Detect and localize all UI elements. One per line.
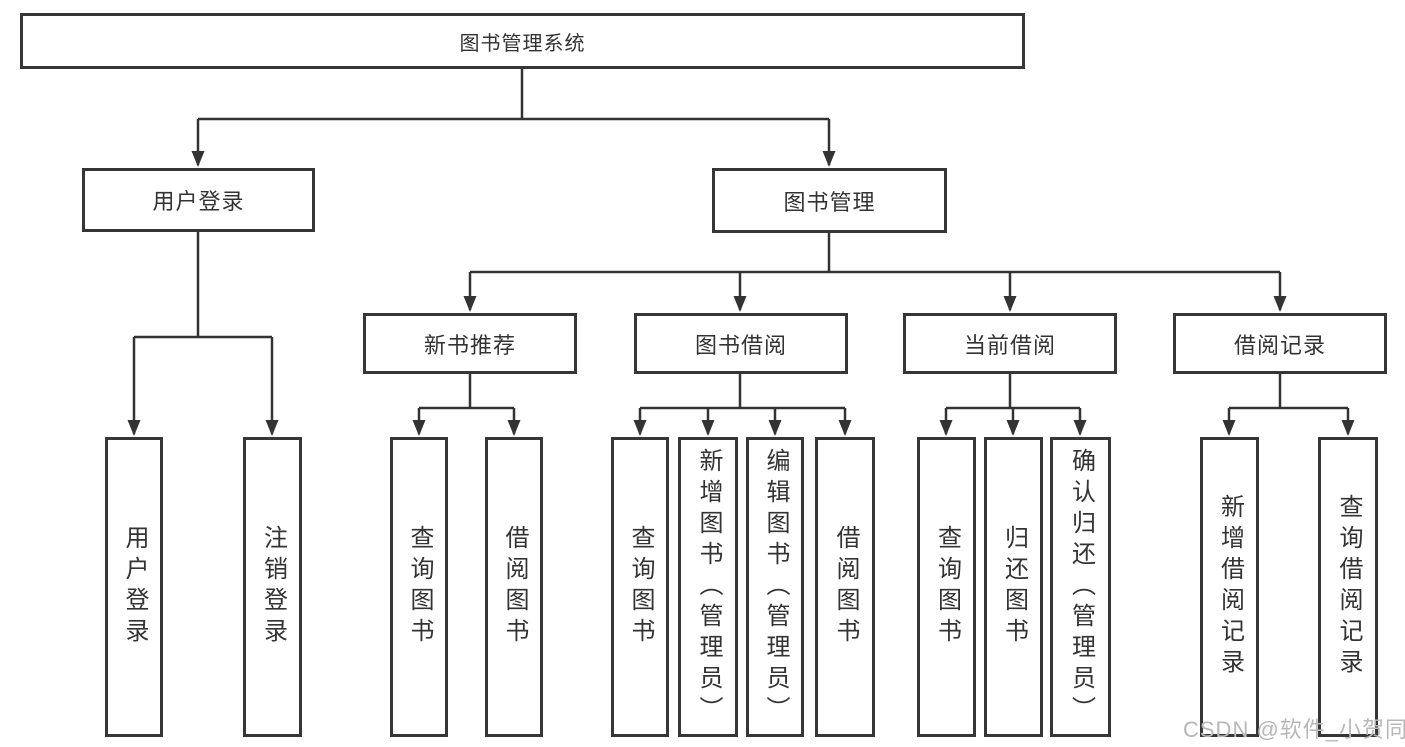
leaf-label: 确认归还（管理员）: [1067, 447, 1095, 727]
node-user-login: 用户登录: [82, 168, 315, 232]
leaf-query-books: 查询图书: [390, 437, 448, 737]
leaf-query-books: 查询图书: [917, 437, 976, 737]
leaf-label: 新增借阅记录: [1216, 494, 1244, 680]
leaf-label: 查询图书: [406, 525, 433, 649]
leaf-confirm-return-admin: 确认归还（管理员）: [1050, 437, 1111, 737]
leaf-label: 注销登录: [259, 525, 287, 649]
leaf-label: 新增图书（管理员）: [695, 447, 722, 727]
node-label: 图书借阅: [694, 332, 787, 358]
leaf-label: 归还图书: [1000, 525, 1028, 649]
node-label: 图书管理系统: [459, 32, 586, 55]
leaf-query-books: 查询图书: [611, 437, 669, 737]
node-book-borrowing: 图书借阅: [634, 313, 848, 374]
leaf-edit-books-admin: 编辑图书（管理员）: [746, 437, 804, 737]
node-label: 图书管理: [783, 189, 876, 215]
leaf-user-login: 用户登录: [105, 437, 163, 737]
leaf-add-borrow-record: 新增借阅记录: [1200, 437, 1259, 737]
leaf-label: 编辑图书（管理员）: [762, 447, 789, 727]
leaf-label: 借阅图书: [832, 525, 859, 649]
leaf-borrow-books: 借阅图书: [485, 437, 543, 737]
leaf-return-books: 归还图书: [984, 437, 1043, 737]
node-book-management: 图书管理: [712, 168, 947, 233]
node-label: 新书推荐: [423, 332, 516, 358]
leaf-add-books-admin: 新增图书（管理员）: [678, 437, 738, 737]
leaf-borrow-books: 借阅图书: [815, 437, 875, 737]
node-label: 用户登录: [152, 189, 245, 214]
node-label: 借阅记录: [1233, 332, 1326, 358]
leaf-logout: 注销登录: [243, 437, 302, 737]
node-library-management-system: 图书管理系统: [20, 13, 1025, 69]
node-borrowing-records: 借阅记录: [1173, 313, 1387, 374]
node-label: 当前借阅: [963, 332, 1056, 358]
leaf-query-borrow-record: 查询借阅记录: [1318, 437, 1378, 737]
leaf-label: 查询图书: [627, 525, 654, 649]
node-current-borrowing: 当前借阅: [903, 313, 1117, 374]
leaf-label: 查询借阅记录: [1335, 494, 1362, 680]
leaf-label: 借阅图书: [501, 525, 528, 649]
leaf-label: 查询图书: [933, 525, 961, 649]
node-new-book-recommendation: 新书推荐: [363, 313, 577, 374]
watermark: CSDN @软件_小贺同学: [1183, 717, 1405, 742]
leaf-label: 用户登录: [121, 525, 148, 649]
